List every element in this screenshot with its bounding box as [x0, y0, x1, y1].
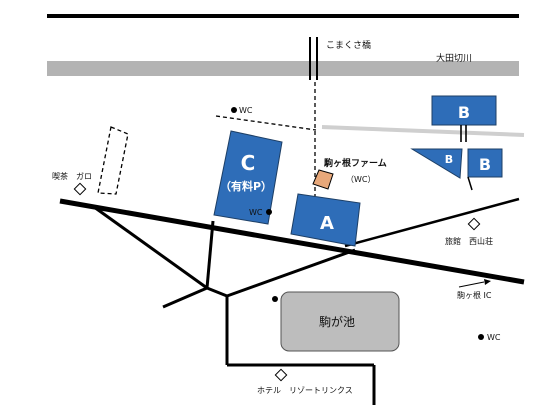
- parking-c-note: （有料P）: [220, 179, 272, 193]
- road-curve: [226, 248, 356, 298]
- parking-b-square: [467, 148, 503, 178]
- pond: [280, 291, 400, 352]
- dashed-trail-west: [97, 126, 129, 195]
- cafe-label: 喫茶 ガロ: [52, 171, 92, 181]
- ic-label: 駒ヶ根 IC: [457, 290, 492, 300]
- wc-label-2: WC: [249, 208, 263, 217]
- east-road: [344, 197, 520, 248]
- river-band: [47, 61, 519, 76]
- wc-dot-1: [231, 107, 237, 113]
- road-to-junction: [206, 286, 228, 298]
- parking-a-label: A: [320, 213, 334, 234]
- parking-c-letter: C: [241, 151, 256, 175]
- parking-b-triangle-label: B: [445, 153, 453, 166]
- parking-b-square-label: B: [479, 155, 491, 174]
- wc-dot-3: [272, 296, 278, 302]
- road-c-south: [205, 220, 215, 289]
- dashed-path-c: [215, 115, 317, 131]
- main-road: [59, 198, 525, 285]
- inn-marker: [467, 217, 481, 231]
- farm-wc-label: （WC）: [346, 175, 376, 184]
- wc-dot-2: [266, 209, 272, 215]
- wc-label-4: WC: [487, 333, 501, 342]
- parking-b-top: [431, 95, 497, 126]
- road-sw: [93, 205, 208, 290]
- parking-b-triangle: [410, 148, 463, 179]
- ic-arrow-head: [484, 279, 491, 285]
- inn-label: 旅館 西山荘: [445, 236, 493, 246]
- wc-label-1: WC: [239, 106, 253, 115]
- pond-label: 駒が池: [319, 314, 355, 329]
- road-sw-2: [162, 286, 208, 309]
- river-label: 大田切川: [436, 52, 472, 64]
- parking-c: [213, 130, 283, 225]
- wc-dot-4: [478, 334, 484, 340]
- farm-label: 駒ヶ根ファーム: [323, 157, 387, 169]
- parking-b-top-label: B: [458, 103, 470, 122]
- ic-arrow-line: [458, 281, 485, 288]
- farm-building: [312, 169, 334, 190]
- bridge: [309, 37, 318, 80]
- bridge-label: こまくさ橋: [326, 39, 371, 51]
- hotel-label: ホテル リゾートリンクス: [257, 386, 353, 395]
- hotel-marker: [274, 368, 288, 382]
- side-road-b: [321, 125, 525, 137]
- b-connector-3: [467, 176, 473, 191]
- cafe-marker: [73, 182, 87, 196]
- parking-a: [290, 193, 361, 247]
